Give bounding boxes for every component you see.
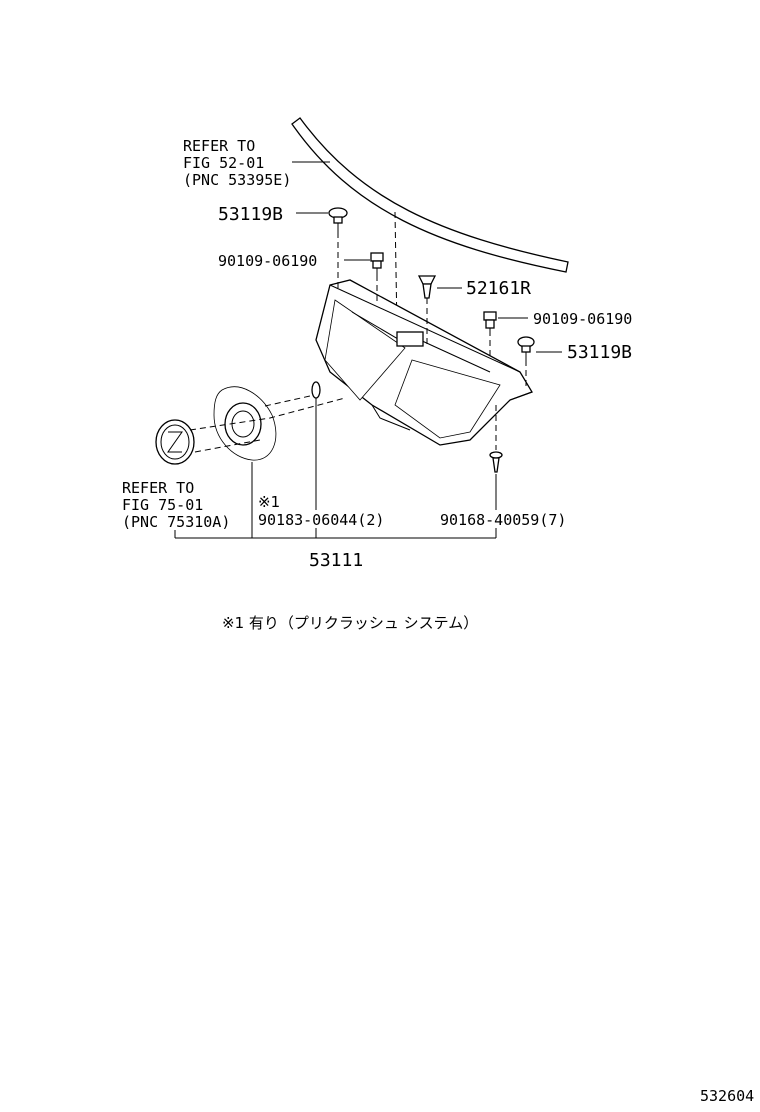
refer-top-line2: FIG 52-01 (183, 154, 264, 172)
label-90109-left: 90109-06190 (218, 252, 317, 270)
footnote: ※1 有り（プリクラッシュ システム） (222, 614, 478, 632)
label-90168: 90168-40059(7) (440, 511, 566, 529)
clip-90183-06044 (311, 381, 321, 399)
bolt-90109-right (483, 311, 497, 332)
bolt-90109-left (370, 252, 384, 275)
label-90183: 90183-06044(2) (258, 511, 384, 529)
upper-molding-strip (291, 117, 569, 273)
refer-top-line3: (PNC 53395E) (183, 171, 291, 189)
refer-top-line1: REFER TO (183, 137, 255, 155)
leader-lines (174, 212, 562, 539)
screw-53119b-right (517, 336, 535, 360)
refer-left-line1: REFER TO (122, 479, 194, 497)
clip-52161r (417, 275, 437, 299)
emblem-bracket (213, 386, 277, 461)
label-53111: 53111 (309, 550, 363, 571)
radiator-grille (315, 279, 533, 446)
screw-90168-40059 (489, 451, 503, 473)
diagram-id: 532604 (700, 1087, 754, 1105)
refer-left-line2: FIG 75-01 (122, 496, 203, 514)
front-emblem (155, 419, 195, 465)
label-52161r: 52161R (466, 278, 531, 299)
label-53119b-left: 53119B (218, 204, 283, 225)
refer-left-line3: (PNC 75310A) (122, 513, 230, 531)
label-53119b-right: 53119B (567, 342, 632, 363)
label-90109-right: 90109-06190 (533, 310, 632, 328)
screw-53119b-left (328, 207, 348, 234)
note-mark: ※1 (258, 493, 280, 511)
assembly-guide-lines (189, 232, 527, 453)
